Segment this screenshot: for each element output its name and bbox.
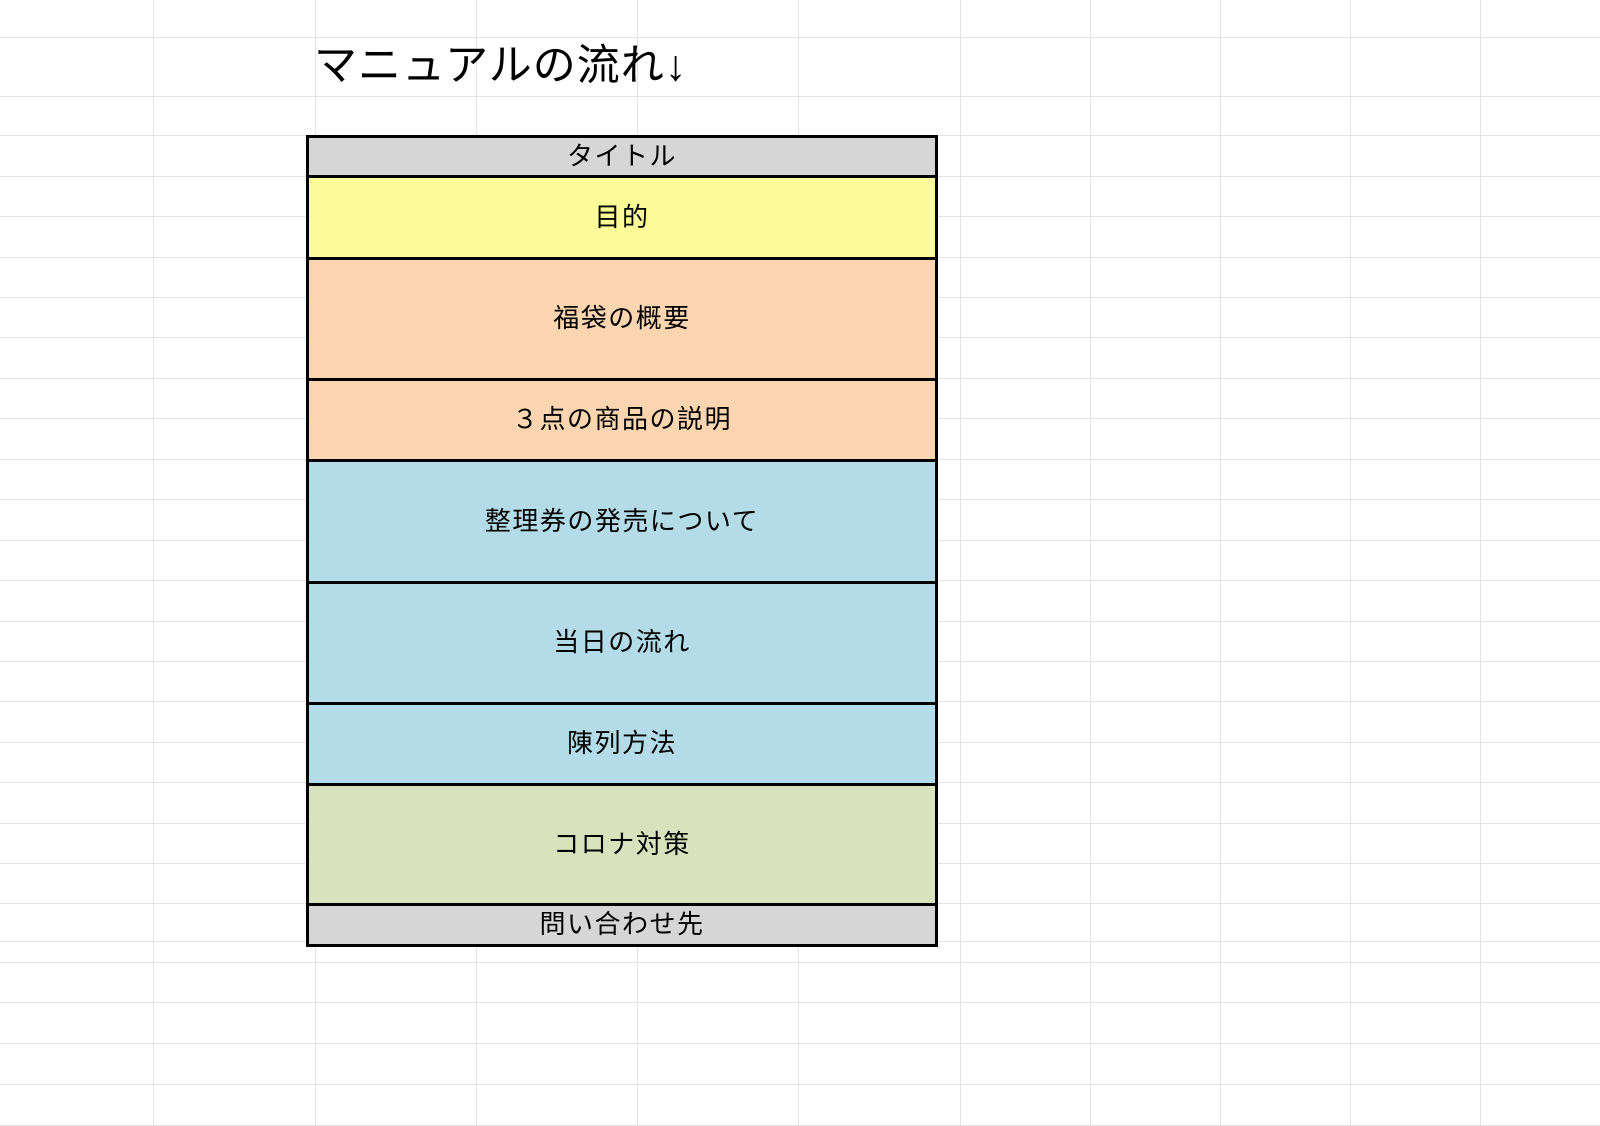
- gridline-row-23: [0, 962, 1600, 963]
- flow-row-label: 目的: [594, 201, 650, 232]
- gridline-col-8: [1350, 0, 1351, 1126]
- flow-row-label: 福袋の概要: [553, 303, 691, 334]
- flow-row-label: ３点の商品の説明: [511, 404, 732, 435]
- flow-row[interactable]: 陳列方法: [309, 705, 935, 786]
- flow-row[interactable]: コロナ対策: [309, 786, 935, 906]
- gridline-col-7: [1220, 0, 1221, 1126]
- flow-row-label: 陳列方法: [566, 728, 677, 759]
- gridline-row-26: [0, 1084, 1600, 1085]
- flow-row[interactable]: タイトル: [309, 138, 935, 178]
- flow-row[interactable]: 目的: [309, 178, 935, 260]
- flow-row-label: 整理券の発売について: [484, 505, 760, 536]
- flow-row-label: 問い合わせ先: [539, 909, 705, 940]
- gridline-col-0: [153, 0, 154, 1126]
- flow-row[interactable]: ３点の商品の説明: [309, 381, 935, 462]
- gridline-row-0: [0, 37, 1600, 38]
- flow-row-label: コロナ対策: [553, 828, 691, 859]
- flow-row[interactable]: 問い合わせ先: [309, 906, 935, 944]
- flow-row[interactable]: 整理券の発売について: [309, 462, 935, 584]
- flow-row-label: 当日の流れ: [553, 627, 691, 658]
- flow-row[interactable]: 福袋の概要: [309, 260, 935, 381]
- flow-row-label: タイトル: [566, 140, 677, 171]
- gridline-row-25: [0, 1043, 1600, 1044]
- gridline-col-9: [1480, 0, 1481, 1126]
- manual-flow-table: タイトル目的福袋の概要 ３点の商品の説明整理券の発売について当日の流れ陳列方法コロ…: [306, 135, 938, 947]
- gridline-row-1: [0, 96, 1600, 97]
- gridline-row-24: [0, 1002, 1600, 1003]
- page-title: マニュアルの流れ↓: [314, 43, 688, 90]
- gridline-col-5: [960, 0, 961, 1126]
- gridline-col-6: [1090, 0, 1091, 1126]
- flow-row[interactable]: 当日の流れ: [309, 584, 935, 705]
